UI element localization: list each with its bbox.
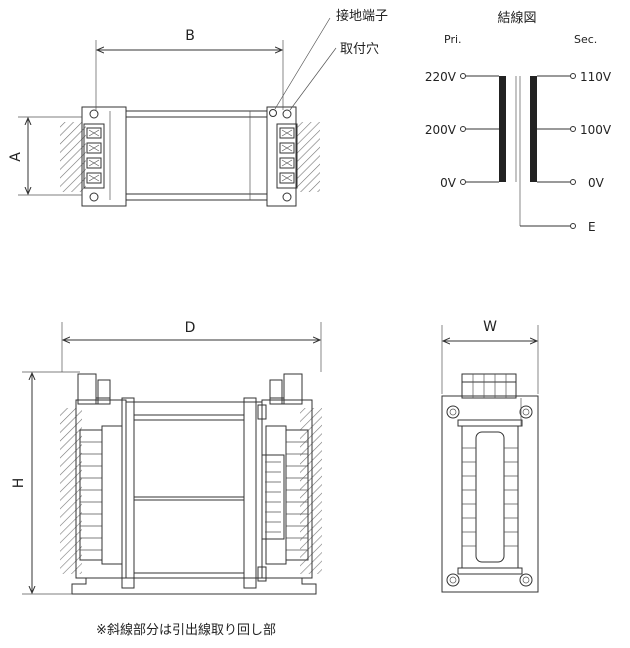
ground-terminal-icon	[519, 405, 533, 419]
terminal-icon	[460, 73, 466, 79]
mount-hole-icon	[89, 192, 99, 202]
dim-b-label: B	[185, 28, 195, 44]
secondary-label: Sec.	[574, 33, 597, 46]
terminal-icon	[460, 179, 466, 185]
pri-tap-label: 0V	[440, 176, 457, 190]
core-body	[125, 116, 268, 195]
right-terminal-block	[276, 123, 298, 189]
dim-h-label: H	[11, 478, 27, 489]
wiring-diagram: 結線図 Pri. Sec. 220V 200V 0V 110V 100V 0V …	[425, 10, 612, 234]
footnote: ※斜線部分は引出線取り回し部	[96, 622, 276, 638]
core-stack	[125, 401, 263, 579]
mount-hole-icon	[446, 573, 460, 587]
terminal-icon	[570, 179, 576, 185]
clamp-left	[121, 397, 135, 589]
left-terminal-top	[77, 373, 97, 405]
dim-d-label: D	[185, 320, 196, 336]
side-coil	[461, 425, 519, 569]
left-end-bracket	[75, 399, 127, 579]
right-terminal-top	[283, 373, 303, 405]
dim-a-label: A	[8, 152, 24, 162]
sec-tap-label: 110V	[580, 70, 612, 84]
side-view: W	[441, 319, 539, 593]
sec-tap-label: 0V	[588, 176, 605, 190]
earth-label: E	[588, 220, 596, 234]
ground-terminal-icon	[269, 109, 277, 117]
terminal-icon	[570, 223, 576, 229]
terminal-icon	[570, 126, 576, 132]
bolt-icon	[257, 404, 267, 420]
base-plate	[71, 577, 317, 595]
side-terminal-block	[461, 373, 517, 399]
mount-hole-icon	[282, 192, 292, 202]
front-view: D H	[11, 320, 322, 595]
sec-tap-label: 100V	[580, 123, 612, 137]
pri-tap-label: 220V	[425, 70, 457, 84]
top-view: B A 接地端子 取付穴	[8, 8, 388, 207]
left-terminal-block	[83, 123, 105, 189]
ground-terminal-callout: 接地端子	[336, 8, 388, 24]
clamp-right	[243, 397, 257, 589]
dim-w-label: W	[483, 319, 497, 335]
left-coil-fins	[79, 425, 123, 565]
terminal-icon	[460, 126, 466, 132]
mount-hole-icon	[446, 405, 460, 419]
mount-hole-icon	[89, 109, 99, 119]
mount-hole-icon	[282, 109, 292, 119]
hatch-right	[300, 408, 322, 574]
wiring-title: 結線図	[497, 10, 536, 26]
terminal-icon	[570, 73, 576, 79]
mount-hole-callout: 取付穴	[340, 42, 379, 57]
bolt-icon	[257, 566, 267, 582]
pri-tap-label: 200V	[425, 123, 457, 137]
right-bracket	[266, 106, 297, 207]
secondary-coil	[530, 76, 537, 182]
hatch-right	[296, 122, 320, 192]
primary-coil	[499, 76, 506, 182]
right-coil-fins	[261, 425, 309, 565]
mount-hole-icon	[519, 573, 533, 587]
side-base-plate	[441, 395, 539, 593]
hatch-left	[60, 408, 82, 574]
primary-label: Pri.	[444, 33, 462, 46]
